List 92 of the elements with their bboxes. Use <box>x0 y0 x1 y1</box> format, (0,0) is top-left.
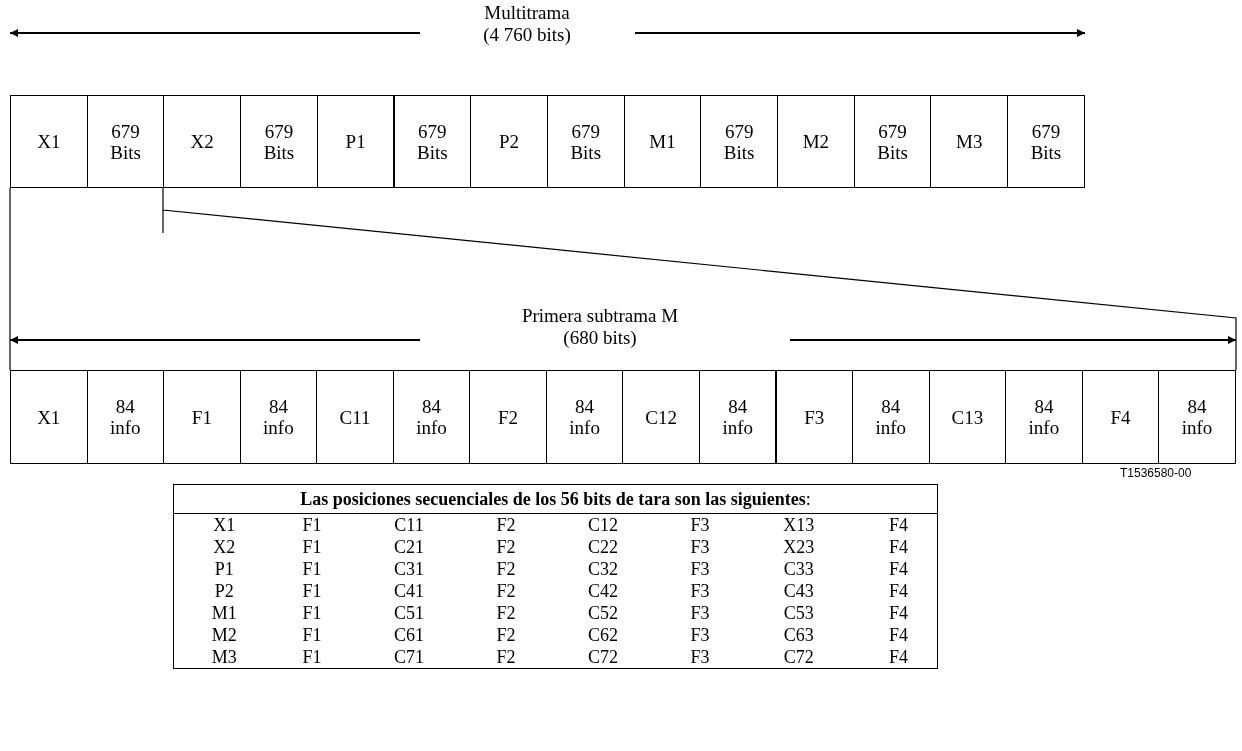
frame-cell: 679 Bits <box>86 95 165 188</box>
table-cell: X2 <box>173 536 275 558</box>
frame-cell: 84 info <box>392 370 471 464</box>
table-cell: F4 <box>860 513 938 536</box>
table-cell: F3 <box>662 513 738 536</box>
table-cell-text: F1 <box>301 602 323 624</box>
table-cell-text: F3 <box>689 580 711 602</box>
table-cell-text: C62 <box>586 624 619 646</box>
figure-code: T1536580-00 <box>1120 466 1192 480</box>
frame-cell: 84 info <box>239 370 318 464</box>
table-cell-text: F2 <box>495 580 517 602</box>
frame-cell: F3 <box>775 370 854 464</box>
table-cell-text: F3 <box>689 624 711 646</box>
table-cell-text: C43 <box>782 580 815 602</box>
frame-cell: 679 Bits <box>546 95 625 188</box>
table-cell-text: C31 <box>393 558 425 580</box>
expansion-line <box>9 187 11 371</box>
table-cell: F1 <box>274 513 350 536</box>
expansion-line <box>162 187 1237 371</box>
frame-cell: 84 info <box>86 370 165 464</box>
table-cell-text: C61 <box>393 624 425 646</box>
table-heading: Las posiciones secuenciales de los 56 bits de tara son las siguientes: <box>173 484 938 514</box>
table-cell-text: C53 <box>782 602 815 624</box>
frame-cell: P1 <box>316 95 395 188</box>
table-cell: F1 <box>274 646 350 669</box>
frame-cell: C13 <box>928 370 1007 464</box>
frame-cell: C12 <box>622 370 700 464</box>
frame-cell: M2 <box>777 95 855 188</box>
table-cell-text: F2 <box>495 602 517 624</box>
table-cell: F4 <box>860 536 938 558</box>
table-cell: F4 <box>860 624 938 646</box>
table-cell: C72 <box>543 646 663 669</box>
table-cell-text: F3 <box>689 558 711 580</box>
frame-cell: X1 <box>10 95 88 188</box>
table-cell: C11 <box>349 513 469 536</box>
dimension-label: Multitrama (4 760 bits) <box>482 2 572 46</box>
frame-cell: 679 Bits <box>393 95 472 188</box>
frame-cell: 84 info <box>698 370 777 464</box>
frame-cell: X1 <box>10 370 88 464</box>
frame-cell: 679 Bits <box>700 95 778 188</box>
table-cell-text: C32 <box>586 558 619 580</box>
table-cell: C12 <box>543 513 663 536</box>
table-cell-text: F1 <box>301 536 323 558</box>
table-cell: F4 <box>860 602 938 624</box>
frame-cell: 84 info <box>852 370 930 464</box>
table-cell-text: F2 <box>495 558 517 580</box>
table-cell-text: C42 <box>586 580 619 602</box>
table-cell-text: F1 <box>301 580 323 602</box>
table-cell-text: C21 <box>393 536 425 558</box>
table-cell: C72 <box>737 646 861 669</box>
table-cell: M3 <box>173 646 275 669</box>
table-cell-text: C41 <box>393 580 425 602</box>
frame-cell: P2 <box>470 95 548 188</box>
table-cell-text: X23 <box>782 536 816 558</box>
frame-cell: 679 Bits <box>853 95 932 188</box>
frame-cell: 84 info <box>545 370 624 464</box>
frame-cell: M1 <box>623 95 702 188</box>
frame-cell: C11 <box>316 370 394 464</box>
table-cell: F3 <box>662 646 738 669</box>
table-cell-text: F2 <box>495 536 517 558</box>
dimension-label: Primera subtrama M (680 bits) <box>520 305 680 349</box>
frame-cell: 679 Bits <box>1007 95 1085 188</box>
table-cell-text: C52 <box>586 602 619 624</box>
table-cell: P2 <box>173 580 275 602</box>
table-cell-text: F3 <box>689 602 711 624</box>
table-cell: X1 <box>173 513 275 536</box>
table-cell-text: F1 <box>301 624 323 646</box>
table-cell: F4 <box>860 580 938 602</box>
table-cell-text: F1 <box>301 558 323 580</box>
table-cell: F4 <box>860 558 938 580</box>
table-cell-text: C51 <box>393 602 425 624</box>
table-cell: F2 <box>468 646 544 669</box>
table-cell-text: C63 <box>782 624 815 646</box>
frame-cell: 84 info <box>1158 370 1236 464</box>
frame-cell: F4 <box>1081 370 1160 464</box>
table-cell: M1 <box>173 602 275 624</box>
table-cell: F4 <box>860 646 938 669</box>
frame-cell: F1 <box>163 370 241 464</box>
table-cell: F2 <box>468 513 544 536</box>
table-cell-text: C22 <box>586 536 619 558</box>
table-cell: X13 <box>737 513 861 536</box>
table-cell-text: F3 <box>689 536 711 558</box>
table-cell: P1 <box>173 558 275 580</box>
table-cell: M2 <box>173 624 275 646</box>
table-cell: C71 <box>349 646 469 669</box>
frame-cell: M3 <box>930 95 1009 188</box>
frame-cell: F2 <box>469 370 547 464</box>
frame-cell: 679 Bits <box>240 95 318 188</box>
frame-cell: 84 info <box>1005 370 1083 464</box>
table-cell-text: F2 <box>495 624 517 646</box>
table-cell-text: C33 <box>782 558 815 580</box>
frame-cell: X2 <box>163 95 242 188</box>
